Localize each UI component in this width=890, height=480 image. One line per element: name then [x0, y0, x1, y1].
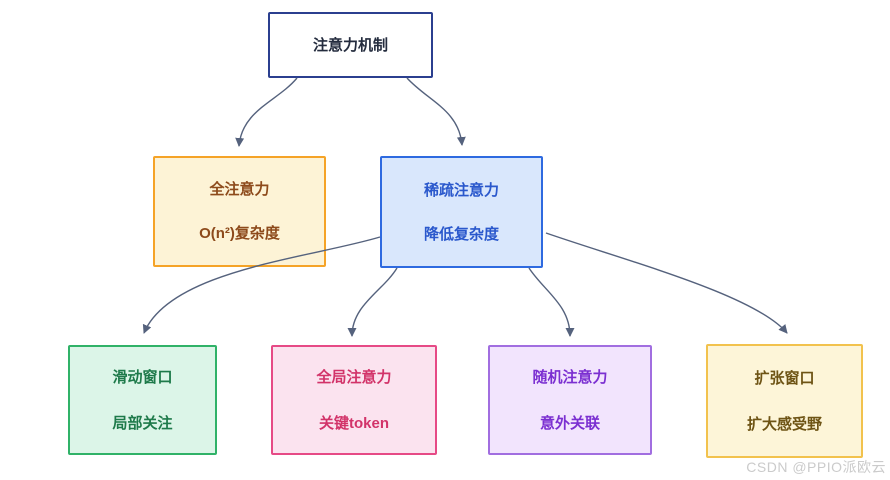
edge-sparse-to-dilated-window: [545, 232, 788, 334]
node-label: 滑动窗口: [112, 368, 173, 386]
csdn-watermark: CSDN @PPIO派欧云: [746, 459, 886, 475]
node-sublabel: 意外关联: [539, 414, 600, 432]
node-sublabel: O(n²)复杂度: [199, 225, 280, 242]
edge-sparse-to-global-attention: [347, 267, 398, 337]
edge-root-to-full-attention: [235, 77, 298, 147]
node-sublabel: 扩大感受野: [746, 415, 822, 433]
node-random-attention: 随机注意力 意外关联: [488, 345, 652, 455]
node-sparse-attention: 稀疏注意力 降低复杂度: [380, 156, 543, 268]
node-label: 稀疏注意力: [423, 181, 499, 199]
node-label: 随机注意力: [532, 368, 608, 386]
node-label: 全注意力: [209, 181, 270, 198]
node-dilated-window: 扩张窗口 扩大感受野: [706, 344, 863, 458]
node-full-attention: 全注意力 O(n²)复杂度: [153, 156, 326, 267]
node-label: 全局注意力: [316, 368, 392, 386]
node-sublabel: 关键token: [318, 414, 389, 432]
edge-sparse-to-random-attention: [528, 267, 575, 337]
node-sublabel: 局部关注: [112, 414, 173, 432]
node-label: 注意力机制: [312, 36, 388, 54]
edge-root-to-sparse-attention: [406, 77, 466, 146]
node-label: 扩张窗口: [754, 369, 815, 387]
node-sliding-window: 滑动窗口 局部关注: [68, 345, 217, 455]
node-global-attention: 全局注意力 关键token: [271, 345, 437, 455]
node-sublabel: 降低复杂度: [423, 225, 499, 243]
node-attention-mechanism: 注意力机制: [268, 12, 433, 78]
